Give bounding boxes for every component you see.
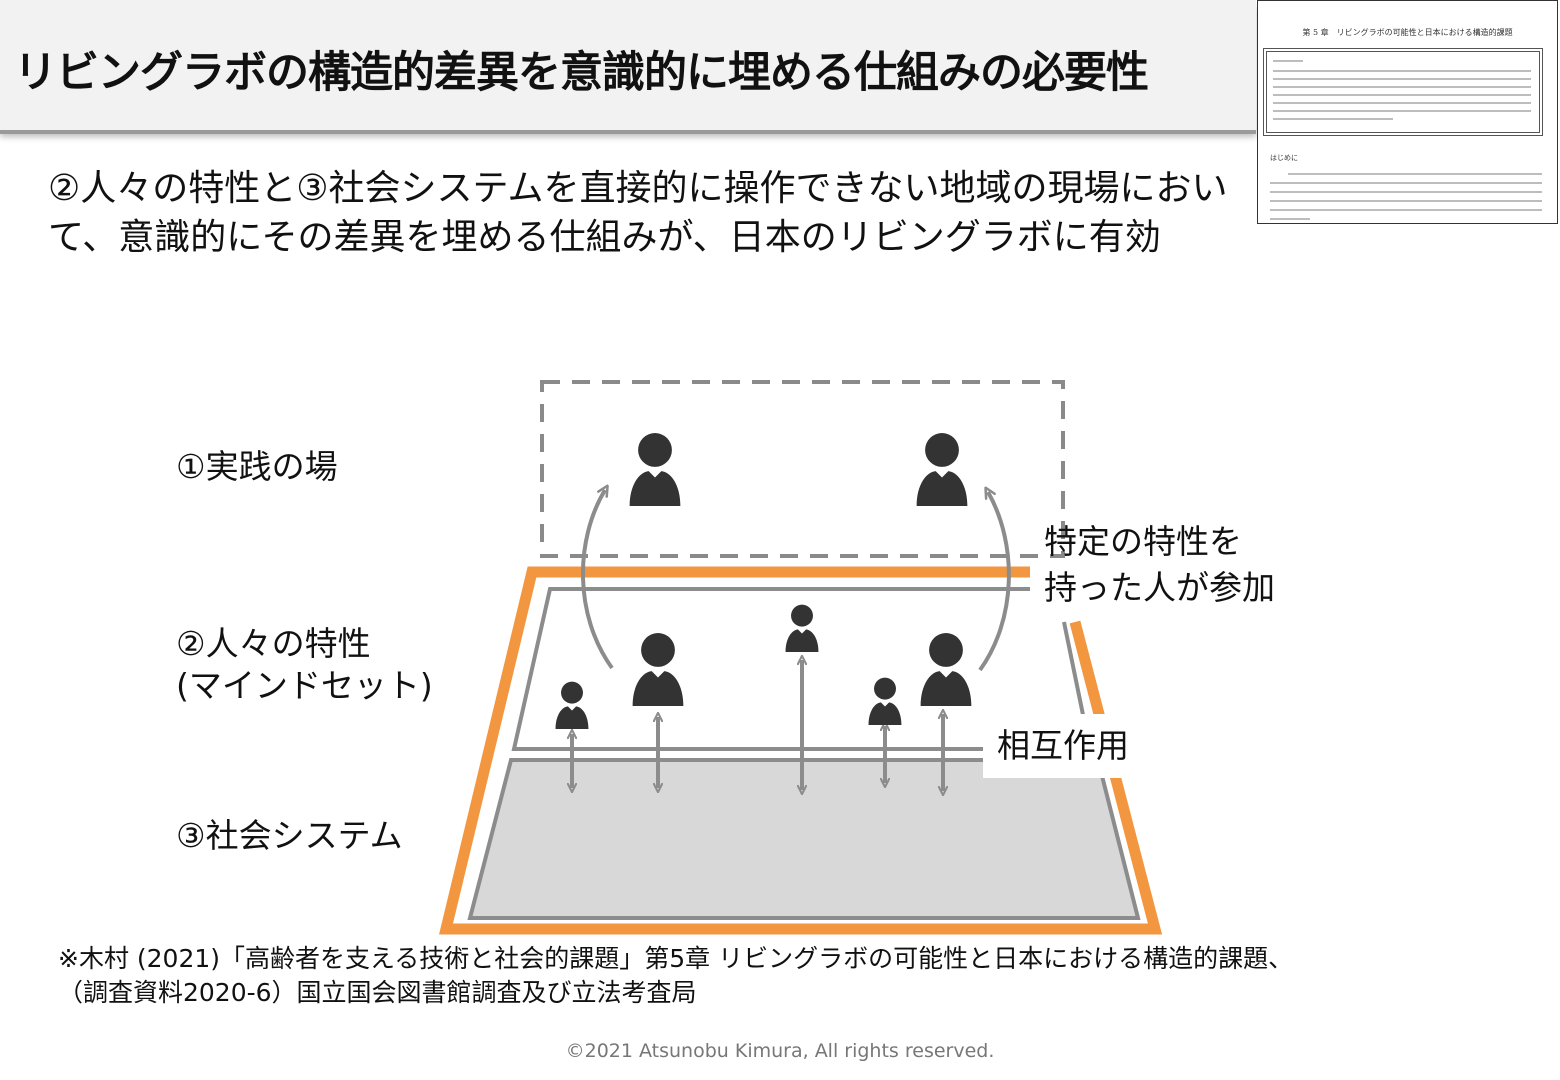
thumbnail-section-heading: はじめに [1270,154,1298,162]
copyright: ©2021 Atsunobu Kimura, All rights reserv… [565,1040,995,1062]
label-people-traits: ②人々の特性 (マインドセット) [176,623,433,707]
participation-arrow-left [580,490,614,670]
thumbnail-text-line [1273,60,1303,62]
person-icon [785,604,819,652]
thumbnail-text-line [1270,191,1542,193]
person-icon [632,633,684,706]
title-bar: リビングラボの構造的差異を意識的に埋める仕組みの必要性 [0,0,1256,130]
practice-field-frame [540,380,1065,558]
thumbnail-text-line [1270,218,1310,220]
label-practice-field: ①実践の場 [176,447,338,486]
thumbnail-text-line [1273,110,1531,112]
thumbnail-chapter-title: 第 5 章 リビングラボの可能性と日本における構造的課題 [1302,28,1513,37]
thumbnail-text-line [1270,209,1542,211]
outer-frame [439,566,1163,935]
thumbnail-text-line [1270,200,1542,202]
thumbnail-abstract-box [1263,48,1543,136]
subtitle-line-1: ②人々の特性と③社会システムを直接的に操作できない地域の現場におい [48,168,1228,209]
person-icon [555,681,589,729]
citation: ※木村 (2021)「高齢者を支える技術と社会的課題」第5章 リビングラボの可能… [58,942,1293,1010]
thumbnail-text-line [1273,102,1531,104]
participation-callout: 特定の特性を 持った人が参加 [1044,519,1275,611]
thumbnail-text-line [1273,86,1531,88]
thumbnail-text-line [1270,182,1542,184]
thumbnail-text-line [1273,78,1531,80]
citation-line-2: （調査資料2020-6）国立国会図書館調査及び立法考査局 [58,978,697,1007]
subtitle: ②人々の特性と③社会システムを直接的に操作できない地域の現場におい て、意識的に… [48,164,1248,262]
subtitle-line-2: て、意識的にその差異を埋める仕組みが、日本のリビングラボに有効 [48,217,1161,258]
person-icon [916,433,968,506]
thumbnail-text-line [1273,94,1531,96]
society-layer-plane [467,758,1141,920]
person-icon [920,633,972,706]
callout-line-1: 特定の特性を [1044,522,1242,561]
callout-line-2: 持った人が参加 [1044,568,1275,607]
participation-arrow-right [978,492,1011,672]
thumbnail-text-line [1273,118,1393,120]
person-icon [629,433,681,506]
label-people-traits-line-2: (マインドセット) [176,666,433,705]
label-people-traits-line-1: ②人々の特性 [176,624,371,663]
thumbnail-text-line [1288,173,1542,175]
interaction-label: 相互作用 [983,714,1155,778]
paper-thumbnail: 第 5 章 リビングラボの可能性と日本における構造的課題 はじめに [1257,0,1558,224]
citation-line-1: ※木村 (2021)「高齢者を支える技術と社会的課題」第5章 リビングラボの可能… [58,944,1294,973]
person-icon [868,677,902,725]
page-title: リビングラボの構造的差異を意識的に埋める仕組みの必要性 [14,48,1149,98]
thumbnail-text-line [1273,70,1531,72]
label-social-system: ③社会システム [176,816,403,855]
